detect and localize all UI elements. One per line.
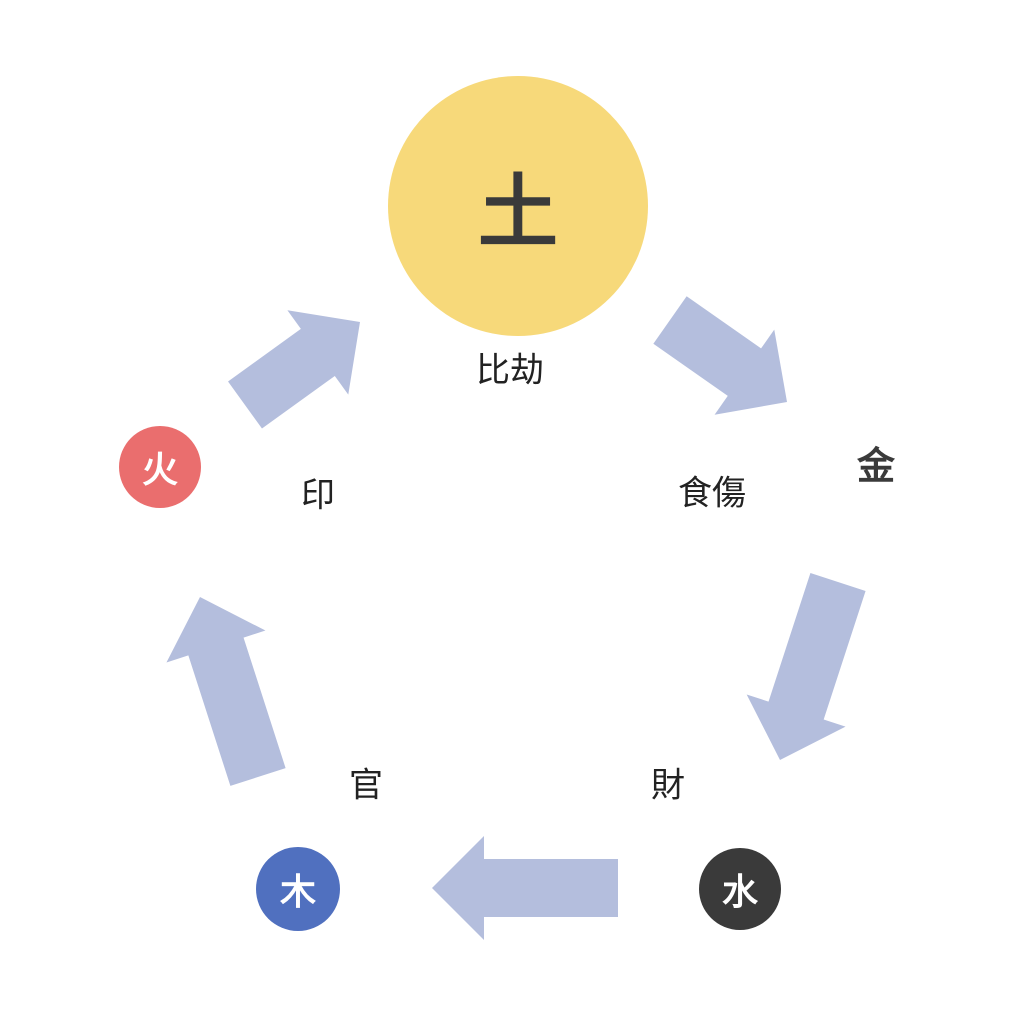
metal-char: 金 [856,443,895,488]
arrow-water-to-wood [432,836,618,940]
arrow-metal-to-water [746,573,866,760]
arrow-earth-to-metal [653,296,788,415]
water-char: 水 [721,872,758,913]
label-zai: 財 [651,765,685,806]
label-in: 印 [301,475,335,516]
wood-char: 木 [279,872,316,913]
earth-node: 土 [388,76,648,336]
water-node: 水 [699,848,781,930]
arrow-fire-to-earth [228,310,361,429]
wood-node: 木 [256,847,340,931]
metal-node: 金 [835,421,917,503]
fire-node: 火 [119,426,201,508]
label-kan: 官 [349,765,383,806]
label-hikou: 比劫 [476,350,544,391]
fire-char: 火 [141,450,178,491]
label-shokushou: 食傷 [678,473,746,514]
earth-char: 土 [478,166,558,259]
arrow-wood-to-fire [166,596,286,786]
